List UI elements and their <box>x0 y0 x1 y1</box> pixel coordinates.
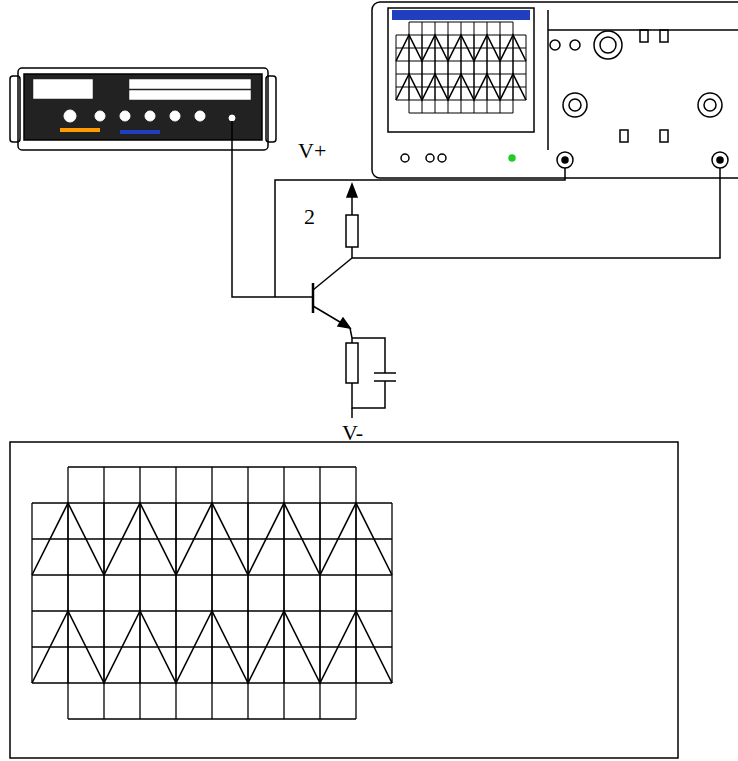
grid-line <box>32 574 392 575</box>
grid-line <box>526 35 527 100</box>
transistor-base <box>312 283 315 313</box>
collector-resistor <box>346 215 358 247</box>
screen-frame <box>10 442 678 758</box>
grid-line <box>409 113 513 114</box>
grid-line <box>409 22 513 23</box>
triangle-wave <box>32 611 392 683</box>
grid-line <box>68 718 356 719</box>
triangle-wave <box>32 503 392 575</box>
function-generator <box>10 68 276 150</box>
grid-line <box>396 35 397 100</box>
bypass-capacitor <box>374 372 396 374</box>
screen-grid <box>32 467 392 719</box>
triangle-wave <box>396 35 526 61</box>
supply-label: V- <box>342 422 363 444</box>
grid-line <box>68 466 356 467</box>
grid-line <box>391 503 392 683</box>
grid-line <box>32 682 392 683</box>
triangle-wave <box>396 74 526 100</box>
grid-line <box>31 503 32 683</box>
supply-label: V+ <box>298 140 326 162</box>
circuit-wires <box>232 121 720 418</box>
grid-line <box>396 100 526 101</box>
emitter-resistor <box>346 343 358 383</box>
callout-number: 2 <box>304 206 315 228</box>
grid-line <box>396 61 526 62</box>
oscilloscope <box>372 2 738 178</box>
